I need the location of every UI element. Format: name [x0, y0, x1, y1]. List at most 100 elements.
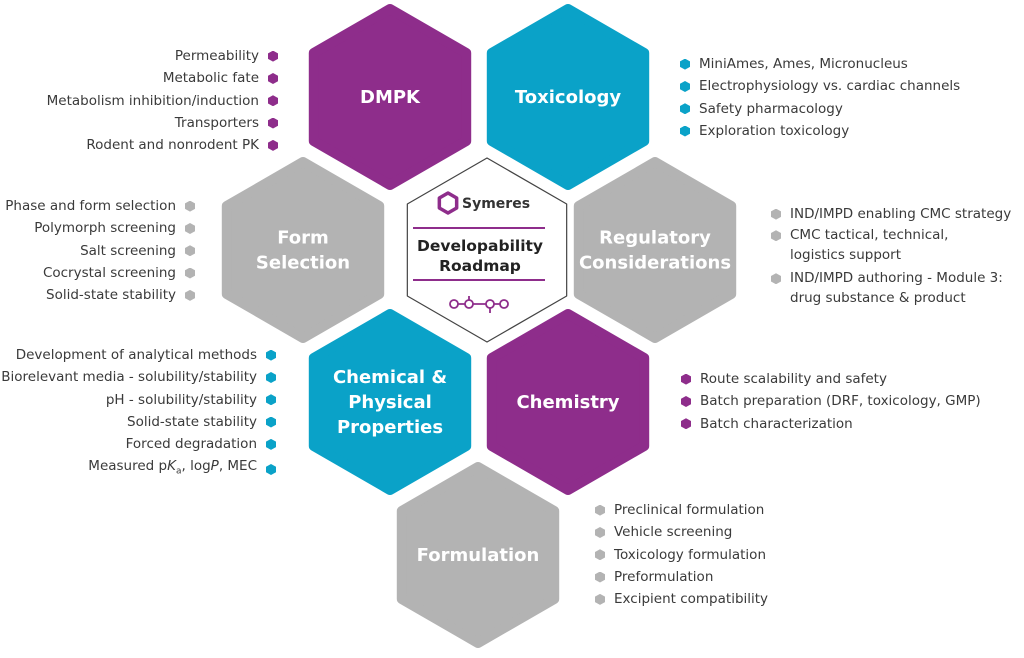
list-item: Route scalability and safety: [681, 368, 981, 390]
hexagon-title: Considerations: [579, 253, 731, 274]
list-item: pH - solubility/stability: [1, 389, 276, 411]
hexagon-bullet-icon: [595, 549, 605, 561]
hexagon-bullet-icon: [185, 289, 195, 301]
dmpk-list: Permeability Metabolic fate Metabolism i…: [47, 45, 278, 156]
hexagon-bullet-icon: [268, 117, 278, 129]
hexagon-title: Physical: [348, 392, 432, 413]
list-item: Phase and form selection: [5, 195, 195, 217]
hexagon-title: Regulatory: [599, 228, 711, 249]
hexagon-title: Toxicology: [515, 87, 621, 108]
hexagon-bullet-icon: [771, 230, 781, 242]
list-item: Excipient compatibility: [595, 588, 768, 610]
hexagon-bullet-icon: [771, 208, 781, 220]
list-item: Biorelevant media - solubility/stability: [1, 366, 276, 388]
hexagon-bullet-icon: [680, 125, 690, 137]
hexagon-dmpk: DMPK: [308, 4, 472, 190]
hexagon-title: Chemical &: [333, 367, 447, 388]
hexagon-bullet-icon: [595, 593, 605, 605]
hexagon-title: Form: [277, 228, 329, 249]
symeres-logo-icon: [437, 191, 459, 215]
regulatory-list: IND/IMPD enabling CMC strategy CMC tacti…: [771, 203, 1011, 311]
hexagon-bullet-icon: [595, 526, 605, 538]
hexagon-bullet-icon: [266, 438, 276, 450]
hexagon-shape: [486, 4, 650, 190]
hexagon-bullet-icon: [266, 463, 276, 475]
hexagon-bullet-icon: [681, 418, 691, 430]
list-item: MiniAmes, Ames, Micronucleus: [680, 53, 960, 75]
list-item: Polymorph screening: [5, 217, 195, 239]
hexagon-bullet-icon: [680, 80, 690, 92]
list-item: Permeability: [47, 45, 278, 67]
hexagon-formulation: Formulation: [396, 462, 560, 648]
hexagon-toxicology: Toxicology: [486, 4, 650, 190]
hexagon-bullet-icon: [185, 267, 195, 279]
hexagon-shape: [308, 4, 472, 190]
hexagon-shape: [396, 462, 560, 648]
list-item: Forced degradation: [1, 433, 276, 455]
hexagon-shape: [221, 157, 385, 343]
hexagon-bullet-icon: [266, 416, 276, 428]
hexagon-bullet-icon: [681, 395, 691, 407]
hexagon-shape: [486, 309, 650, 495]
hexagon-title: Selection: [256, 253, 350, 274]
hexagon-bullet-icon: [595, 504, 605, 516]
list-item: Metabolism inhibition/induction: [47, 90, 278, 112]
hexagon-bullet-icon: [771, 273, 781, 285]
hexagon-bullet-icon: [268, 95, 278, 107]
hexagon-title: Formulation: [417, 545, 540, 566]
toxicology-list: MiniAmes, Ames, Micronucleus Electrophys…: [680, 53, 960, 142]
list-item: Preformulation: [595, 566, 768, 588]
list-item: IND/IMPD authoring - Module 3:drug subst…: [771, 268, 1011, 308]
center-title-line1: Developability: [417, 237, 543, 255]
chem-phys-list: Development of analytical methods Biorel…: [1, 344, 276, 483]
hexagon-bullet-icon: [266, 349, 276, 361]
hexagon-bullet-icon: [680, 58, 690, 70]
hexagon-shape: [573, 157, 737, 343]
hexagon-shape: [406, 157, 568, 343]
list-item: CMC tactical, technical,logistics suppor…: [771, 225, 1011, 265]
hexagon-title: DMPK: [360, 87, 421, 108]
list-item: Batch characterization: [681, 413, 981, 435]
hexagon-bullet-icon: [266, 394, 276, 406]
hexagon-chemistry: Chemistry: [486, 309, 650, 495]
list-item: Salt screening: [5, 240, 195, 262]
list-item: Measured pKa, logP, MEC: [1, 455, 276, 483]
hexagon-bullet-icon: [681, 373, 691, 385]
brand-name: Symeres: [462, 196, 530, 212]
hexagon-bullet-icon: [266, 371, 276, 383]
list-item: Solid-state stability: [1, 411, 276, 433]
form-selection-list: Phase and form selection Polymorph scree…: [5, 195, 195, 306]
hexagon-bullet-icon: [268, 139, 278, 151]
list-item: Development of analytical methods: [1, 344, 276, 366]
list-item: Transporters: [47, 112, 278, 134]
hexagon-title: Properties: [337, 417, 443, 438]
hexagon-bullet-icon: [680, 103, 690, 115]
hexagon-bullet-icon: [185, 245, 195, 257]
hexagon-bullet-icon: [268, 72, 278, 84]
list-item: Safety pharmacology: [680, 98, 960, 120]
center-title-line2: Roadmap: [439, 257, 521, 275]
list-item: Batch preparation (DRF, toxicology, GMP): [681, 390, 981, 412]
list-item: Rodent and nonrodent PK: [47, 134, 278, 156]
list-item: IND/IMPD enabling CMC strategy: [771, 203, 1011, 225]
list-item: Exploration toxicology: [680, 120, 960, 142]
list-item: Toxicology formulation: [595, 544, 768, 566]
hexagon-bullet-icon: [185, 222, 195, 234]
list-item: Electrophysiology vs. cardiac channels: [680, 75, 960, 97]
list-item: Metabolic fate: [47, 67, 278, 89]
hexagon-bullet-icon: [268, 50, 278, 62]
hexagon-shape: [308, 309, 472, 495]
hexagon-bullet-icon: [185, 200, 195, 212]
molecule-icon: [449, 296, 509, 313]
list-item: Cocrystal screening: [5, 262, 195, 284]
list-item: Vehicle screening: [595, 521, 768, 543]
hexagon-bullet-icon: [595, 571, 605, 583]
formulation-list: Preclinical formulation Vehicle screenin…: [595, 499, 768, 610]
list-item: Preclinical formulation: [595, 499, 768, 521]
hexagon-title: Chemistry: [516, 392, 619, 413]
